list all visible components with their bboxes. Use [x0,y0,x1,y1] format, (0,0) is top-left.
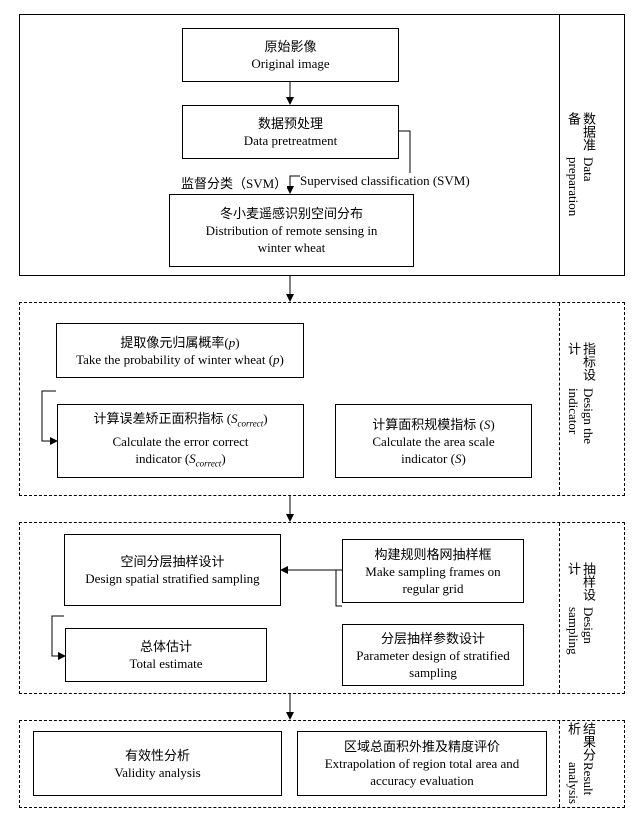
box-distribution: 冬小麦遥感识别空间分布 Distribution of remote sensi… [169,194,414,267]
box-en-label-2: regular grid [402,580,464,596]
box-en-label-1: Extrapolation of region total area and [324,756,520,771]
box-en-label: Take the probability of winter wheat [76,351,266,367]
box-en-label: Original image [251,56,330,71]
side-label-en: Data preparation [566,156,596,217]
box-cn-label: 原始影像 [264,39,317,54]
box-cn-label: 计算误差矫正面积指标 [93,410,224,426]
box-total-estimate: 总体估计 Total estimate [65,628,267,682]
symbol-subscript: correct [195,458,222,469]
box-en-label-1: Calculate the area scale [372,433,495,449]
side-label-en: Design sampling [566,606,596,655]
box-en-label: Design spatial stratified sampling [85,571,260,586]
box-cn-label: 有效性分析 [124,747,190,763]
section-design-sampling [19,522,625,694]
side-label-design-sampling: 抽样设计 Design sampling [566,562,596,682]
side-label-design-indicator: 指标设计 Design the indicator [566,342,596,482]
box-error-correct: 计算误差矫正面积指标 (Scorrect) Calculate the erro… [57,404,304,478]
box-en-label-1: Calculate the error correct [112,433,249,449]
side-label-en: Design the indicator [566,388,596,445]
arrow-stratified-to-total [51,615,66,660]
box-en-line-2: indicator (S) [401,450,466,466]
box-original-image: 原始影像 Original image [182,28,399,82]
box-data-pretreatment: 数据预处理 Data pretreatment [182,105,399,159]
symbol-s: S [189,450,196,466]
box-en-line: Take the probability of winter wheat (p) [76,351,284,367]
section-divider [559,721,560,807]
side-label-cn: 数据准备 [566,112,596,151]
symbol-p: p [273,351,280,367]
box-cn-line: 计算面积规模指标 (S) [372,416,495,432]
box-cn-label: 分层抽样参数设计 [380,630,485,646]
box-en-label-2: indicator [135,450,182,466]
box-en-line-2: indicator (Scorrect) [135,450,226,469]
box-en-label: Data pretreatment [243,133,338,148]
box-en-label-1: Parameter design of stratified [356,647,510,663]
box-en-label-1: Distribution of remote sensing in [205,223,378,238]
box-en-label-2: accuracy evaluation [370,773,474,788]
symbol-subscript: correct [237,418,264,429]
box-area-scale: 计算面积规模指标 (S) Calculate the area scale in… [335,404,532,478]
section-divider [559,523,560,693]
section-divider [559,15,560,275]
box-sampling-frames: 构建规则格网抽样框 Make sampling frames on regula… [342,539,524,603]
box-cn-label: 总体估计 [139,639,192,654]
box-cn-label: 冬小麦遥感识别空间分布 [219,206,363,221]
section-data-preparation [19,14,625,276]
svm-note-cn: 监督分类（SVM） [181,173,288,192]
svm-note-en: Supervised classification (SVM) [300,173,470,189]
box-en-label: Validity analysis [114,764,201,780]
box-en-label-2: indicator [401,450,448,466]
side-label-cn: 指标设计 [566,342,596,381]
box-cn-label: 计算面积规模指标 [372,416,477,432]
box-cn-line: 计算误差矫正面积指标 (Scorrect) [93,410,268,429]
box-stratified-sampling: 空间分层抽样设计 Design spatial stratified sampl… [64,534,281,606]
box-cn-label: 数据预处理 [257,116,323,131]
box-cn-line: 提取像元归属概率(p) [120,334,240,350]
box-en-label-1: Make sampling frames on [365,563,501,579]
symbol-s: S [231,410,238,426]
symbol-p: p [228,334,236,350]
symbol-s: S [454,450,462,466]
box-parameter-design: 分层抽样参数设计 Parameter design of stratified … [342,624,524,686]
section-divider [559,303,560,495]
section-design-indicator [19,302,625,496]
side-label-data-preparation: 数据准备 Data preparation [566,112,596,232]
side-label-cn: 结果分析 [566,722,596,761]
symbol-s: S [483,416,491,432]
box-cn-label: 空间分层抽样设计 [120,554,225,569]
box-probability: 提取像元归属概率(p) Take the probability of wint… [56,323,304,378]
arrow-probability-to-error [41,390,58,445]
box-en-label-2: sampling [409,664,457,680]
section-result-analysis [19,720,625,808]
line-frames-to-params [335,569,342,607]
box-cn-label: 构建规则格网抽样框 [374,546,492,562]
box-en-label-2: winter wheat [257,240,326,255]
box-extrapolation: 区域总面积外推及精度评价 Extrapolation of region tot… [297,731,547,796]
side-label-cn: 抽样设计 [566,562,596,601]
side-label-en: Result analysis [566,761,596,804]
box-cn-label: 提取像元归属概率 [120,334,225,350]
box-cn-label: 区域总面积外推及精度评价 [343,739,500,754]
side-label-result-analysis: 结果分析 Result analysis [566,722,596,822]
box-validity-analysis: 有效性分析 Validity analysis [33,731,282,796]
box-en-label: Total estimate [129,656,203,671]
